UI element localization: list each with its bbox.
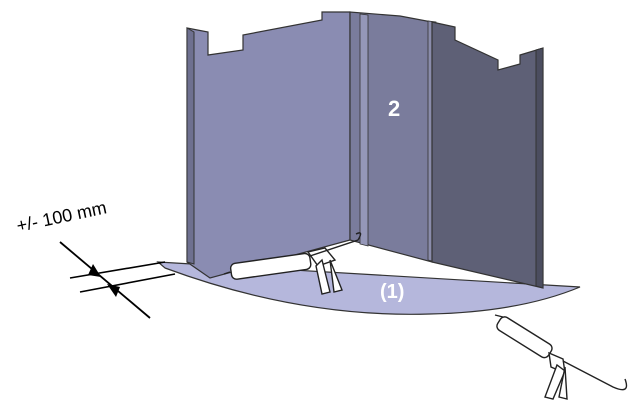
- caulking-gun-icon: [223, 232, 362, 295]
- dimension-arrows: [59, 241, 151, 319]
- dimension-lines: [69, 261, 176, 293]
- dimension-label: +/- 100 mm: [15, 197, 109, 236]
- caulking-gun-icon: [494, 314, 628, 400]
- panel-right-edge: [535, 47, 544, 289]
- panel-right: [431, 21, 544, 289]
- base-label: (1): [380, 281, 404, 303]
- panel-label: 2: [388, 96, 400, 121]
- panel-left-edge: [186, 27, 195, 265]
- panel-left: [186, 11, 351, 279]
- panel-corner-strip: [359, 13, 369, 247]
